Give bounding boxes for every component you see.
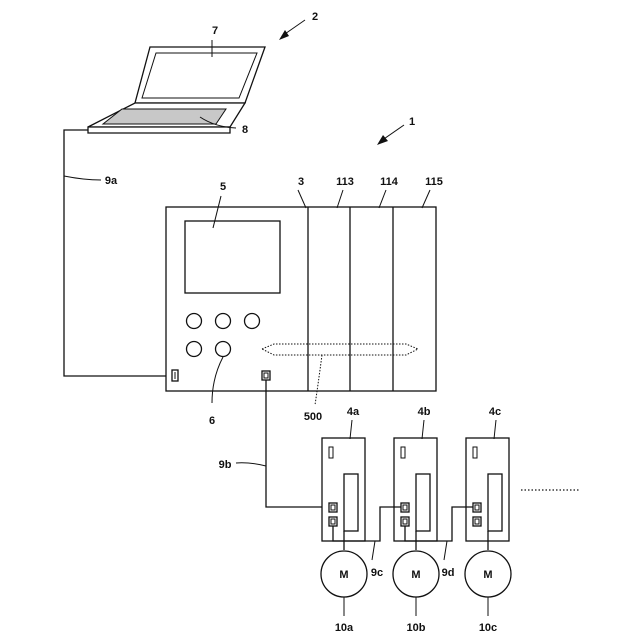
label-drive-4b: 4b — [418, 406, 431, 418]
label-laptop: 2 — [312, 11, 318, 23]
label-module-113: 113 — [336, 176, 354, 188]
label-cable-9d: 9d — [442, 567, 455, 579]
cable-9b — [266, 380, 329, 507]
drive-port-in — [401, 503, 409, 512]
drive-4c — [466, 438, 509, 541]
drive-display — [344, 474, 358, 531]
label-motor-10c: 10c — [479, 622, 497, 634]
label-bus: 500 — [304, 411, 322, 423]
label-controller: 3 — [298, 176, 304, 188]
arrow-2-head — [279, 30, 289, 40]
leader-114 — [379, 190, 386, 208]
label-system: 1 — [409, 116, 415, 128]
label-drive-4c: 4c — [489, 406, 501, 418]
label-cable-9c: 9c — [371, 567, 383, 579]
drive-port-out — [473, 517, 481, 526]
laptop-lid — [135, 47, 265, 103]
label-module-115: 115 — [425, 176, 443, 188]
drive-port-out — [329, 517, 337, 526]
controller-screen — [185, 221, 280, 293]
label-buttons: 6 — [209, 415, 215, 427]
leader-9b — [236, 463, 266, 466]
label-screen: 5 — [220, 181, 226, 193]
leader-9c — [372, 541, 375, 560]
cable-9a — [64, 130, 172, 376]
motor-symbol: M — [339, 569, 348, 581]
drive-port-in — [473, 503, 481, 512]
leader-113 — [337, 190, 343, 208]
drive-display — [488, 474, 502, 531]
leader-4a — [350, 420, 352, 439]
arrow-1-head — [377, 135, 388, 145]
label-motor-10a: 10a — [335, 622, 354, 634]
motor-symbol: M — [483, 569, 492, 581]
label-drive-4a: 4a — [347, 406, 360, 418]
controller-port-drive — [262, 371, 270, 380]
label-laptop-keyboard: 8 — [242, 124, 248, 136]
drive-4b — [394, 438, 437, 541]
label-laptop-screen: 7 — [212, 25, 218, 37]
leader-9d — [444, 541, 447, 560]
label-motor-10b: 10b — [407, 622, 426, 634]
leader-4c — [494, 420, 496, 439]
label-cable-9b: 9b — [219, 459, 232, 471]
leader-3 — [298, 190, 306, 208]
drive-display — [416, 474, 430, 531]
laptop — [88, 47, 265, 133]
label-cable-9a: 9a — [105, 175, 118, 187]
drive-port-out — [401, 517, 409, 526]
leader-9a — [64, 176, 101, 180]
label-module-114: 114 — [380, 176, 399, 188]
leader-115 — [422, 190, 430, 208]
laptop-front-edge — [88, 127, 230, 133]
motor-symbol: M — [411, 569, 420, 581]
drive-port-in — [329, 503, 337, 512]
drive-4a — [322, 438, 365, 541]
leader-4b — [422, 420, 424, 439]
